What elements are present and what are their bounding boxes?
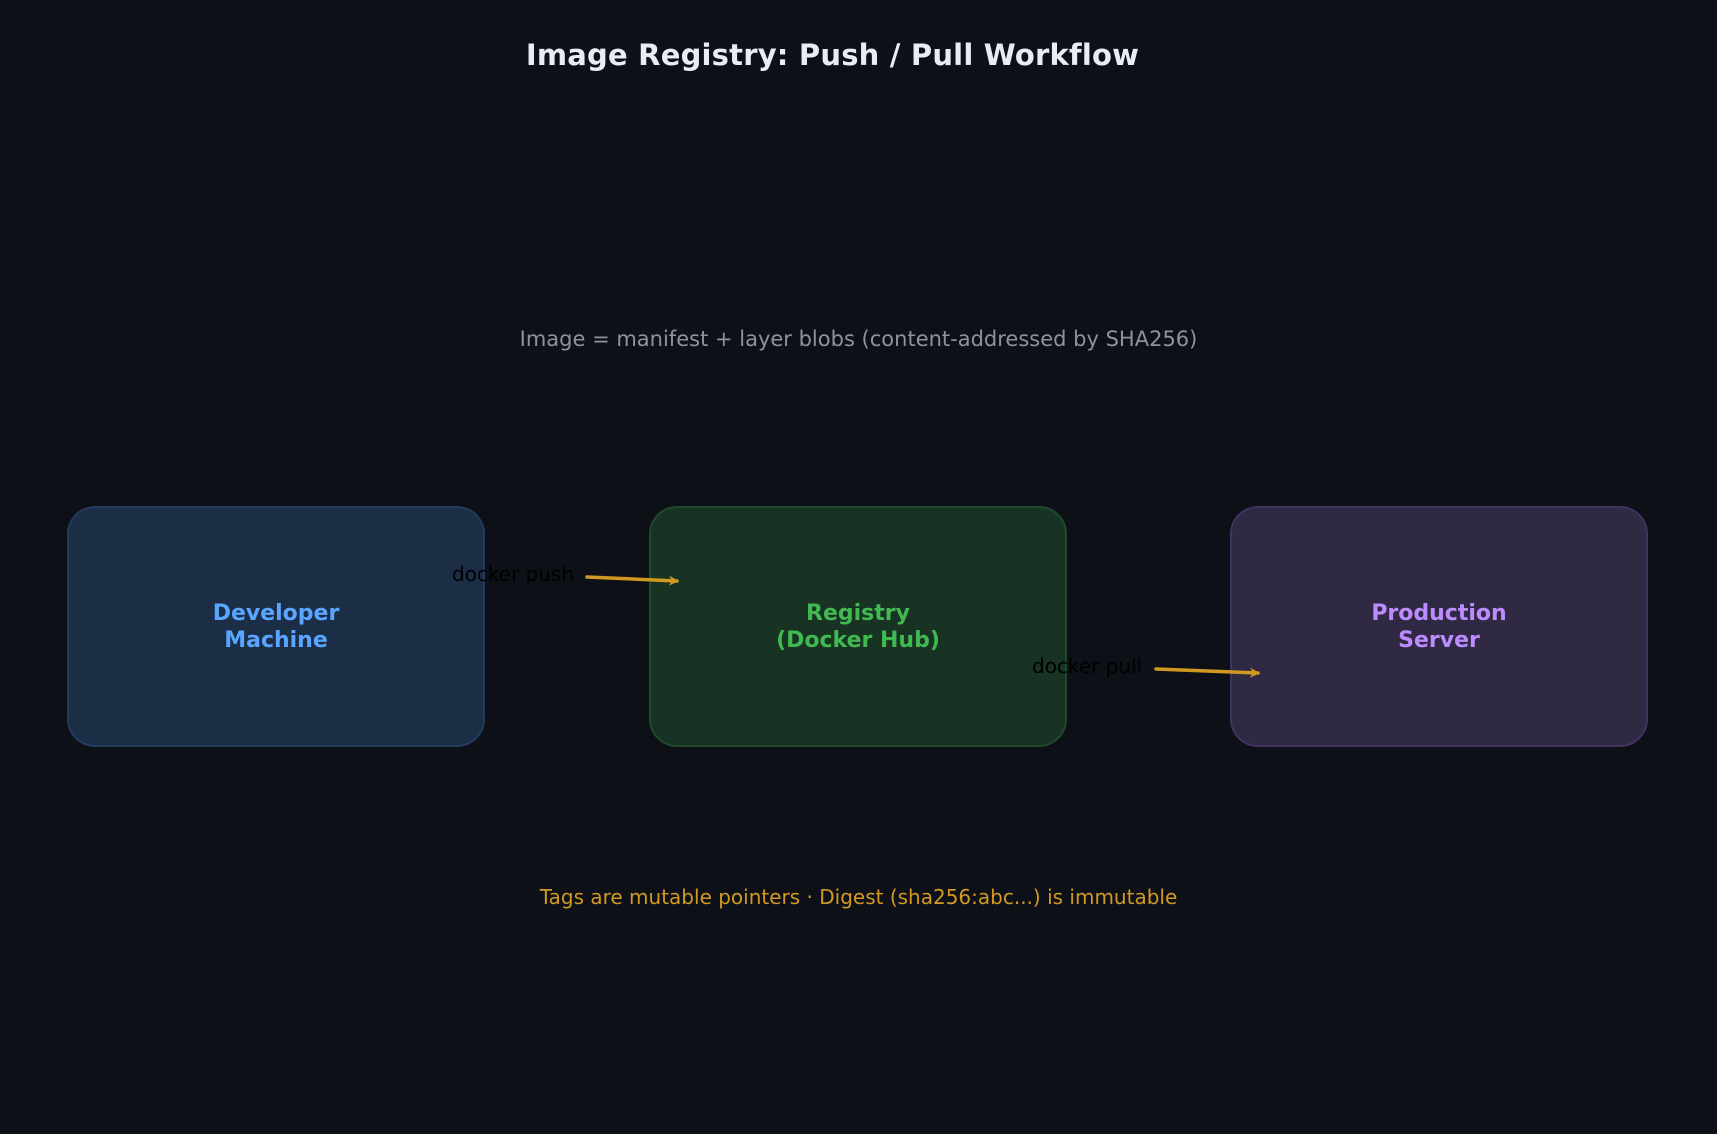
developer-machine-node: Developer Machine <box>67 506 485 747</box>
production-server-node: Production Server <box>1230 506 1648 747</box>
push-arrow-label: docker push <box>452 562 575 586</box>
registry-label: Registry (Docker Hub) <box>776 600 940 653</box>
registry-node: Registry (Docker Hub) <box>649 506 1067 747</box>
diagram-footnote: Tags are mutable pointers · Digest (sha2… <box>539 885 1178 909</box>
developer-machine-label: Developer Machine <box>212 600 340 653</box>
pull-arrow-label: docker pull <box>1032 654 1143 678</box>
production-server-label: Production Server <box>1371 600 1507 653</box>
diagram-title: Image Registry: Push / Pull Workflow <box>525 38 1140 72</box>
diagram-subtitle: Image = manifest + layer blobs (content-… <box>519 327 1198 351</box>
